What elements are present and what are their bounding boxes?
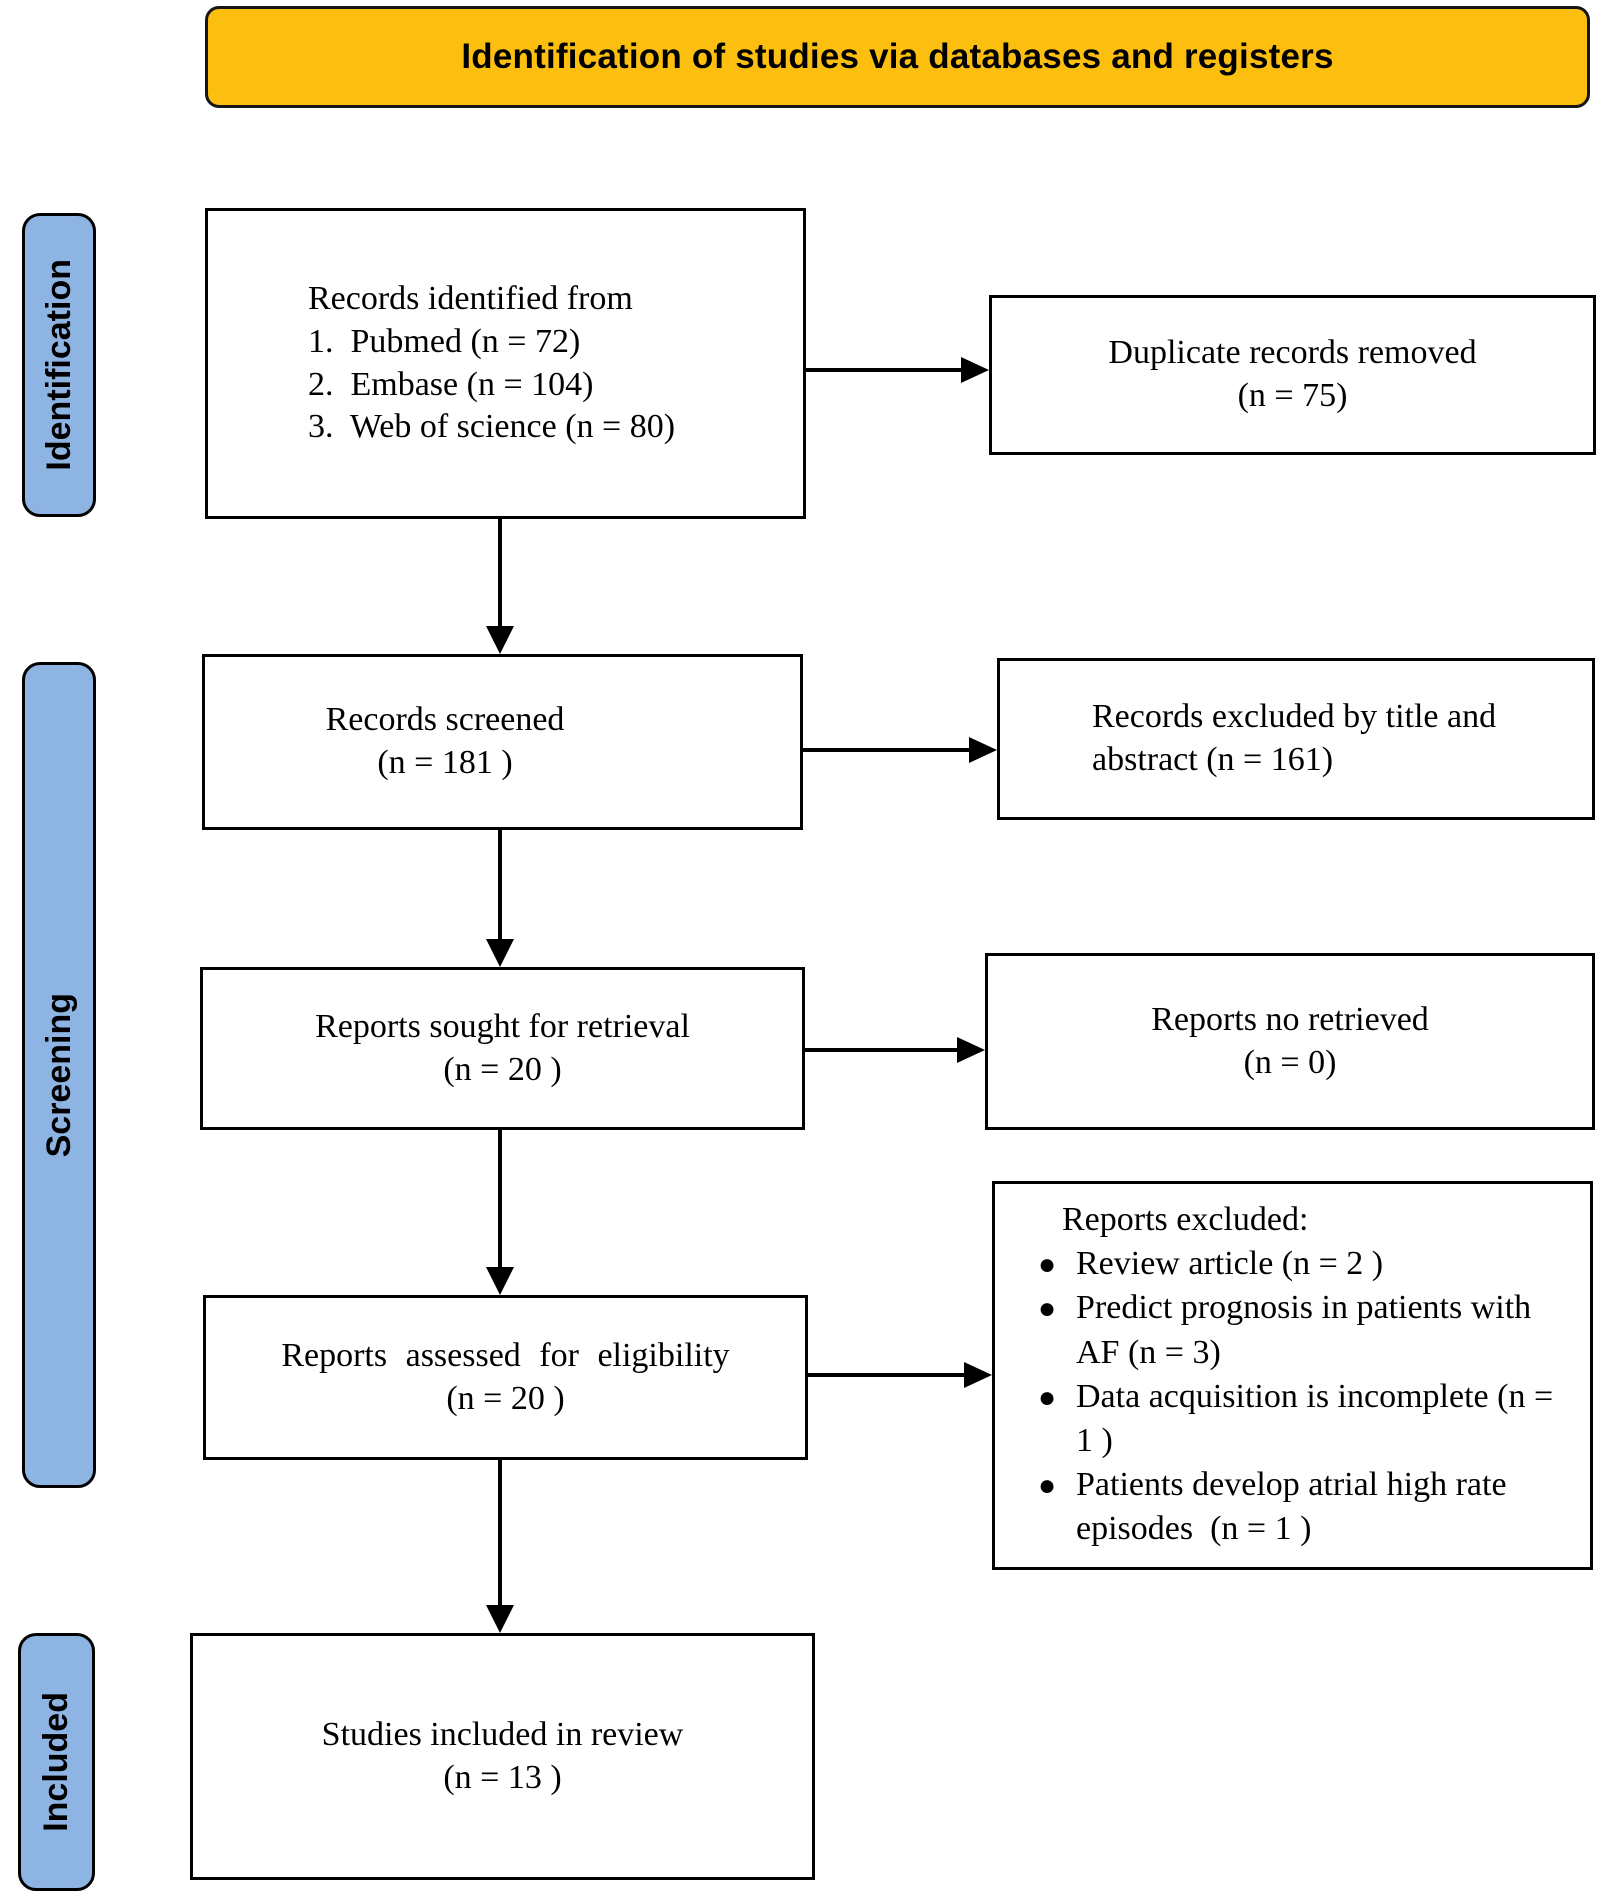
diagram-title: Identification of studies via databases …	[461, 37, 1334, 76]
box-line: Records excluded by title and	[1092, 698, 1497, 736]
stage-label-screening: Screening	[22, 662, 96, 1488]
excluded-reason-text: Review article (n = 2 )	[1076, 1245, 1384, 1283]
arrow-line-sought-to-notretrieved	[805, 1048, 957, 1052]
box-line: (n = 0)	[1243, 1043, 1337, 1081]
diagram-title-banner: Identification of studies via databases …	[205, 6, 1590, 108]
arrow-line-identified-to-screened	[498, 518, 502, 628]
arrowhead-right-icon	[969, 737, 997, 763]
box-line: (n = 13 )	[443, 1758, 562, 1796]
box-line: Records screened	[325, 701, 565, 739]
arrow-line-screened-to-sought	[498, 830, 502, 940]
box-line: (n = 20 )	[443, 1050, 562, 1088]
box-line: Reports no retrieved	[1151, 1000, 1429, 1038]
box-line: Reports excluded:	[1062, 1201, 1309, 1238]
side-box-duplicates-removed: Duplicate records removed (n = 75)	[989, 295, 1596, 455]
flow-box-records-identified: Records identified from 1. Pubmed (n = 7…	[205, 208, 806, 519]
side-box-reports-not-retrieved: Reports no retrieved (n = 0)	[985, 953, 1595, 1130]
arrowhead-right-icon	[964, 1362, 992, 1388]
flow-box-studies-included: Studies included in review (n = 13 )	[190, 1633, 815, 1880]
arrowhead-down-icon	[486, 939, 514, 967]
box-line: 3. Web of science (n = 80)	[308, 408, 676, 446]
box-line: Reports sought for retrieval	[315, 1007, 690, 1045]
stage-label-text: Screening	[39, 992, 78, 1158]
side-box-records-excluded: Records excluded by title and abstract (…	[997, 658, 1595, 820]
excluded-reason-text: Predict prognosis in patients with AF (n…	[1076, 1289, 1532, 1371]
stage-label-text: Included	[37, 1692, 75, 1832]
bullet-icon	[1038, 1242, 1056, 1286]
side-box-reports-excluded: Reports excluded: Review article (n = 2 …	[992, 1181, 1593, 1570]
arrowhead-right-icon	[957, 1037, 985, 1063]
box-line: Duplicate records removed	[1108, 334, 1477, 372]
box-line: (n = 181 )	[377, 744, 513, 781]
box-line: abstract (n = 161)	[1092, 741, 1334, 778]
arrow-line-identified-to-duplicates	[805, 368, 961, 372]
arrowhead-down-icon	[486, 1605, 514, 1633]
bullet-icon	[1038, 1463, 1056, 1507]
arrow-line-screened-to-excluded	[803, 748, 969, 752]
excluded-reason-text: Patients develop atrial high rate episod…	[1076, 1466, 1507, 1548]
excluded-reason-item: Predict prognosis in patients with AF (n…	[1040, 1286, 1570, 1374]
flow-box-reports-sought: Reports sought for retrieval (n = 20 )	[200, 967, 805, 1130]
box-line: (n = 75)	[1237, 377, 1348, 414]
stage-label-identification: Identification	[22, 213, 96, 517]
arrowhead-right-icon	[961, 357, 989, 383]
excluded-reason-item: Review article (n = 2 )	[1040, 1242, 1570, 1286]
arrow-line-assessed-to-included	[498, 1460, 502, 1606]
box-line: Studies included in review	[321, 1715, 684, 1753]
box-line: (n = 20 )	[446, 1379, 565, 1417]
excluded-reason-text: Data acquisition is incomplete (n = 1 )	[1076, 1377, 1554, 1459]
arrow-line-assessed-to-reportsexcluded	[808, 1373, 964, 1377]
stage-label-included: Included	[18, 1633, 95, 1891]
box-line: 2. Embase (n = 104)	[308, 365, 594, 403]
box-line: Reports assessed for eligibility	[281, 1336, 730, 1374]
box-line: 1. Pubmed (n = 72)	[308, 322, 581, 360]
bullet-icon	[1038, 1375, 1056, 1419]
bullet-icon	[1038, 1286, 1056, 1330]
arrowhead-down-icon	[486, 1267, 514, 1295]
flow-box-records-screened: Records screened (n = 181 )	[202, 654, 803, 830]
excluded-reason-item: Patients develop atrial high rate episod…	[1040, 1463, 1570, 1551]
excluded-reason-item: Data acquisition is incomplete (n = 1 )	[1040, 1375, 1570, 1463]
stage-label-text: Identification	[39, 259, 78, 471]
arrow-line-sought-to-assessed	[498, 1130, 502, 1268]
box-line: Records identified from	[308, 279, 633, 317]
flow-box-reports-assessed: Reports assessed for eligibility (n = 20…	[203, 1295, 808, 1460]
arrowhead-down-icon	[486, 626, 514, 654]
